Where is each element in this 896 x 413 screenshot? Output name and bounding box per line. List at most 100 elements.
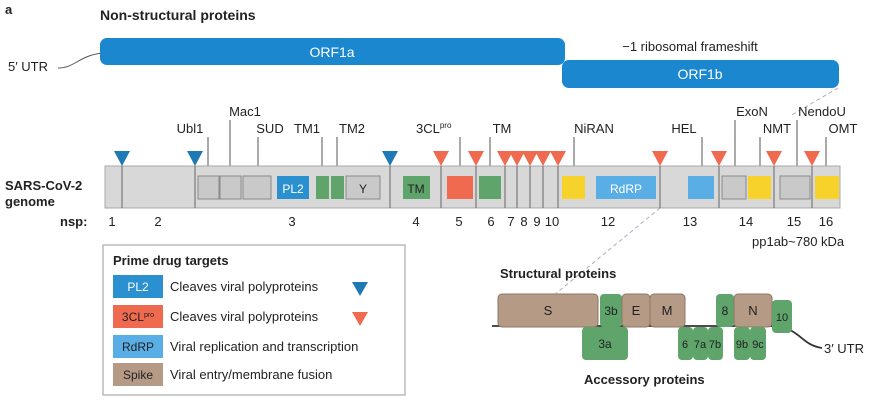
domain-omt: [815, 176, 839, 199]
3clpro-cleavage-sites: [433, 151, 820, 166]
nsp-number: 5: [455, 214, 462, 229]
label-tm: TM: [493, 121, 512, 136]
nonstructural-title: Non-structural proteins: [100, 7, 256, 23]
domain-3clpro: [447, 176, 473, 199]
legend-row-pl2: PL2 Cleaves viral polyproteins: [113, 275, 368, 298]
nsp-number: 1: [108, 214, 115, 229]
protein-e-label: E: [632, 303, 641, 318]
domain-mac1: [219, 175, 242, 200]
domain-pl2: [277, 176, 309, 199]
protein-7b: [708, 327, 723, 360]
orange-triangle-icon: [497, 151, 513, 166]
protein-3a-label: 3a: [598, 337, 612, 351]
label-omt: OMT: [829, 121, 858, 136]
nsp-number: 14: [739, 214, 753, 229]
protein-3a: [582, 327, 628, 360]
orange-triangle-icon: [433, 151, 449, 166]
legend-swatch: [113, 305, 163, 328]
nsp-number: 7: [507, 214, 514, 229]
domain-tm2: [331, 176, 344, 199]
domain-tm1: [316, 176, 329, 199]
protein-7b-label: 7b: [709, 339, 721, 351]
nsp-number: 4: [412, 214, 419, 229]
protein-10: [772, 300, 792, 333]
domain-y-label: Y: [359, 182, 367, 196]
domain-y: [345, 175, 381, 200]
nsp-prefix: nsp:: [60, 214, 87, 229]
domain-exon: [721, 175, 747, 200]
label-nendou: NendoU: [798, 104, 846, 119]
protein-9c: [750, 327, 766, 360]
panel-letter: a: [5, 2, 13, 17]
label-nmt: NMT: [763, 121, 791, 136]
nsp-number: 8: [520, 214, 527, 229]
protein-3b-label: 3b: [604, 304, 618, 318]
nsp-number: 6: [487, 214, 494, 229]
pl2-cleavage-sites: [114, 151, 398, 166]
legend-swatch: [113, 363, 163, 386]
legend-key: RdRP: [122, 340, 154, 354]
protein-9b: [734, 327, 750, 360]
label-ubl1: Ubl1: [177, 121, 204, 136]
blue-triangle-icon: [187, 151, 203, 166]
label-exon: ExoN: [736, 104, 768, 119]
domain-rdrp: [596, 176, 656, 199]
protein-7a: [693, 327, 708, 360]
protein-s: [497, 293, 599, 328]
protein-8-label: 8: [722, 304, 729, 318]
domain-rdrp-label: RdRP: [610, 182, 642, 196]
orange-triangle-icon: [509, 151, 525, 166]
nsp-number: 9: [533, 214, 540, 229]
domain-hel: [688, 176, 714, 199]
domain-nendou: [779, 175, 811, 200]
orange-triangle-icon: [766, 151, 782, 166]
legend-text: Cleaves viral polyproteins: [170, 279, 319, 294]
nsp-number: 13: [683, 214, 697, 229]
orf1a-bar: [100, 38, 565, 65]
label-hel: HEL: [671, 121, 696, 136]
zoom-guide-bottom: [547, 207, 661, 301]
label-mac1: Mac1: [229, 104, 261, 119]
nsp-number: 15: [787, 214, 801, 229]
nsp-number: 16: [819, 214, 833, 229]
protein-s-label: S: [544, 303, 553, 318]
legend-key: 3CLpro: [122, 310, 154, 324]
orange-triangle-icon: [804, 151, 820, 166]
label-3clpro: 3CLpro: [416, 121, 452, 136]
protein-7a-label: 7a: [694, 339, 707, 351]
genome-label-line1: SARS-CoV-2: [5, 178, 82, 193]
orf1b-bar: [562, 60, 839, 88]
utr5-line: [57, 52, 103, 69]
domain-nsp4-tm-label: TM: [407, 182, 424, 196]
utr5-label: 5′ UTR: [8, 59, 48, 74]
blue-triangle-icon: [352, 282, 368, 296]
domain-niran: [562, 176, 585, 199]
domain-pl2-label: PL2: [282, 182, 304, 196]
nsp-boundaries: [121, 166, 813, 208]
orange-triangle-icon: [711, 151, 727, 166]
label-tm2: TM2: [339, 121, 365, 136]
orange-triangle-icon: [352, 312, 368, 326]
protein-m-label: M: [662, 303, 673, 318]
orange-triangle-icon: [468, 151, 484, 166]
utr3-label: 3′ UTR: [824, 341, 864, 356]
legend-key: Spike: [123, 368, 153, 382]
protein-6-label: 6: [682, 339, 688, 351]
legend-swatch: [113, 275, 163, 298]
orange-triangle-icon: [550, 151, 566, 166]
legend-row-spike: Spike Viral entry/membrane fusion: [113, 363, 332, 386]
orange-triangle-icon: [522, 151, 538, 166]
protein-m: [649, 293, 686, 328]
legend-text: Viral replication and transcription: [170, 339, 358, 354]
nsp-number: 3: [288, 214, 295, 229]
label-niran: NiRAN: [574, 121, 614, 136]
legend-row-rdrp: RdRP Viral replication and transcription: [113, 335, 358, 358]
protein-n-label: N: [748, 303, 757, 318]
protein-10-label: 10: [776, 312, 788, 324]
protein-9c-label: 9c: [752, 339, 764, 351]
legend-title: Prime drug targets: [113, 253, 229, 268]
orf1a-label: ORF1a: [309, 44, 354, 60]
legend-text: Viral entry/membrane fusion: [170, 367, 332, 382]
domain-nsp6-tm: [479, 176, 501, 199]
